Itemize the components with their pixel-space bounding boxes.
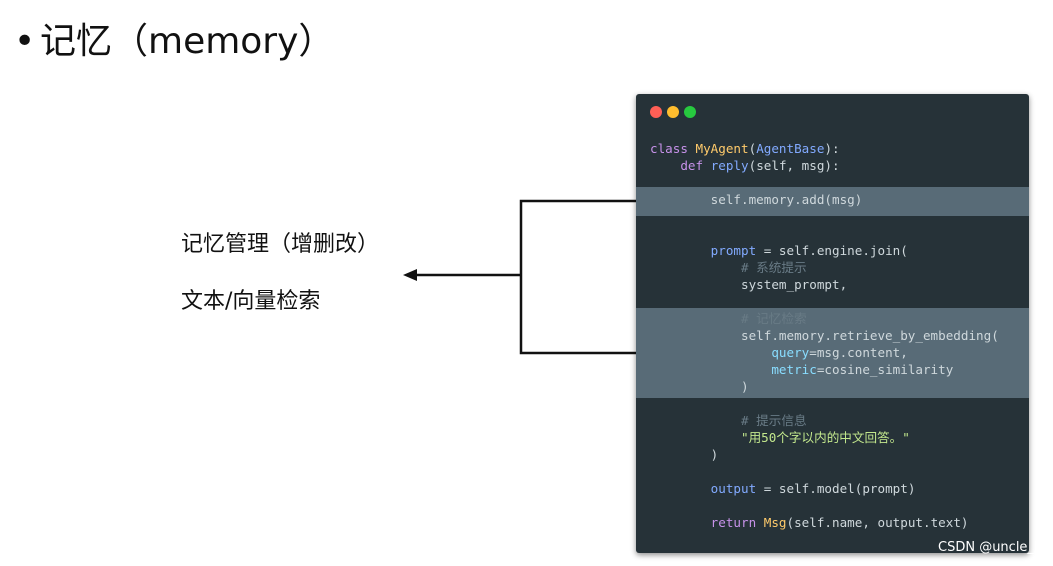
code-text: (self.name, output.text)	[786, 515, 969, 530]
code-text: )	[710, 447, 719, 462]
code-line: # 记忆检索	[650, 310, 807, 327]
code-line: "用50个字以内的中文回答。"	[650, 429, 910, 446]
code-line: return Msg(self.name, output.text)	[650, 514, 969, 531]
code-text: =msg.content,	[809, 345, 908, 360]
code-text: =cosine_similarity	[816, 362, 954, 377]
base-class: AgentBase	[756, 141, 825, 156]
label-text-vector-retrieval: 文本/向量检索	[181, 289, 321, 314]
code-punct: ):	[824, 141, 840, 156]
code-line: query=msg.content,	[650, 344, 908, 361]
code-args: (self, msg):	[748, 158, 840, 173]
bracket-line	[519, 199, 636, 355]
variable: output	[710, 481, 757, 496]
code-text: self.memory.add(msg)	[710, 192, 863, 207]
param-name: query	[771, 345, 810, 360]
code-line: )	[650, 378, 749, 395]
code-text: = self.engine.join(	[756, 243, 908, 258]
code-text: self.memory.retrieve_by_embedding(	[741, 328, 999, 343]
code-line: output = self.model(prompt)	[650, 480, 916, 497]
highlight-memory-add	[636, 187, 1029, 216]
maximize-dot-icon	[684, 106, 696, 118]
keyword: def	[680, 158, 704, 173]
highlight-memory-retrieve	[636, 308, 1029, 398]
code-line: # 提示信息	[650, 412, 807, 429]
code-line: self.memory.add(msg)	[650, 191, 863, 208]
function-name: reply	[710, 158, 749, 173]
variable: prompt	[710, 243, 757, 258]
param-name: metric	[771, 362, 817, 377]
code-line: # 系统提示	[650, 259, 807, 276]
code-line: system_prompt,	[650, 276, 847, 293]
watermark: CSDN @uncle_ll	[938, 540, 1042, 555]
code-text: system_prompt,	[741, 277, 848, 292]
label-memory-management: 记忆管理（增删改）	[181, 232, 380, 257]
code-text: = self.model(prompt)	[756, 481, 916, 496]
arrow-head-icon	[403, 269, 417, 281]
code-line: metric=cosine_similarity	[650, 361, 953, 378]
code-comment: # 记忆检索	[741, 311, 807, 326]
code-string: "用50个字以内的中文回答。"	[741, 430, 910, 445]
keyword: class	[650, 141, 688, 156]
class-name: Msg	[763, 515, 787, 530]
code-text: )	[741, 379, 749, 394]
code-window: class MyAgent(AgentBase): def reply(self…	[636, 94, 1029, 553]
slide-title: 记忆（memory）	[40, 21, 335, 62]
code-line: class MyAgent(AgentBase):	[650, 140, 840, 157]
window-controls	[650, 106, 696, 118]
class-name: MyAgent	[695, 141, 749, 156]
code-comment: # 系统提示	[741, 260, 807, 275]
code-punct: (	[748, 141, 757, 156]
minimize-dot-icon	[667, 106, 679, 118]
code-line: self.memory.retrieve_by_embedding(	[650, 327, 999, 344]
code-block: class MyAgent(AgentBase): def reply(self…	[650, 94, 999, 530]
code-line: prompt = self.engine.join(	[650, 242, 908, 259]
keyword: return	[710, 515, 757, 530]
title-bullet: •	[14, 21, 36, 62]
close-dot-icon	[650, 106, 662, 118]
code-line: def reply(self, msg):	[650, 157, 840, 174]
code-comment: # 提示信息	[741, 413, 807, 428]
code-line: )	[650, 446, 719, 463]
